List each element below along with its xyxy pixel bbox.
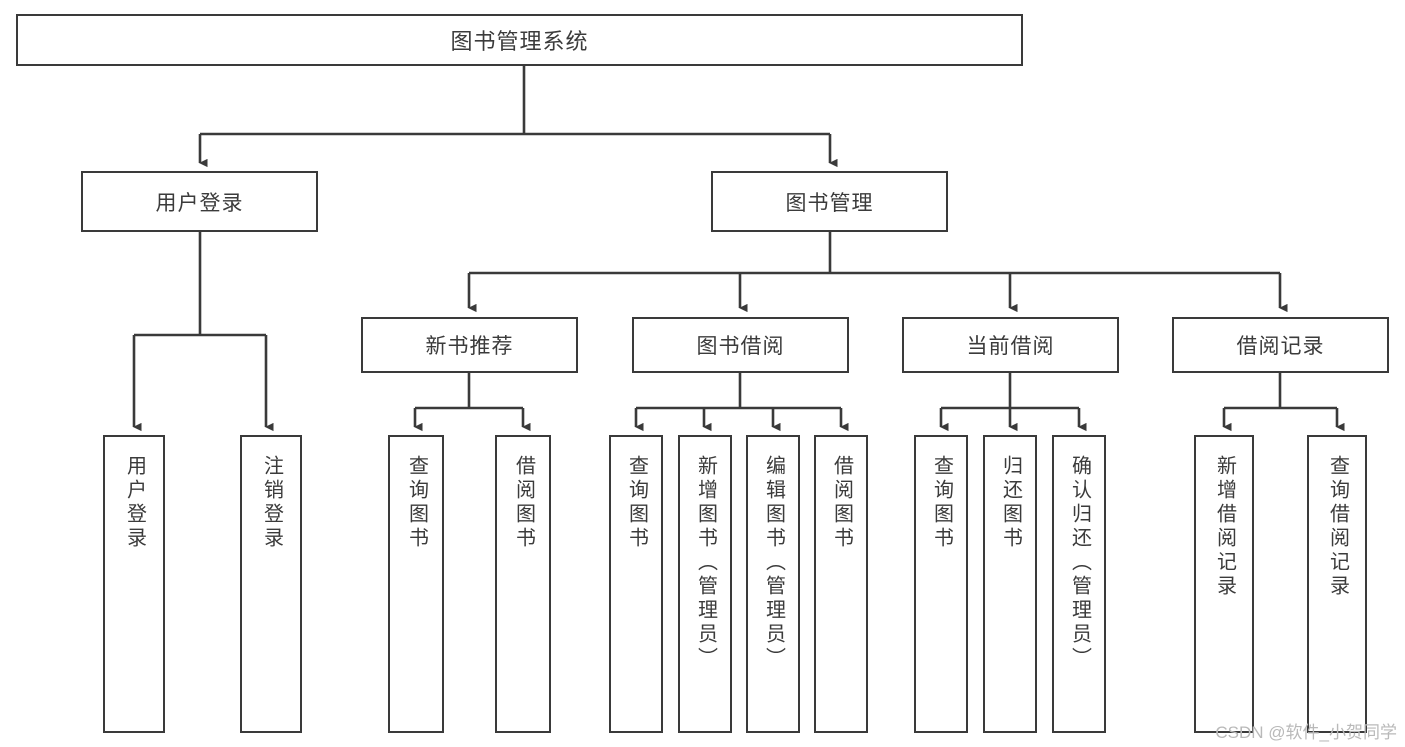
node-book-borrow-label: 图书借阅 [696,335,785,358]
leaf-add-book-label: 新增图书（管理员） [694,455,717,671]
node-borrow-record-label: 借阅记录 [1236,335,1325,358]
leaf-query-book-2[interactable]: 查询图书 [609,435,663,733]
node-current-borrow[interactable]: 当前借阅 [902,317,1119,373]
node-borrow-record[interactable]: 借阅记录 [1172,317,1389,373]
leaf-query-book-2-label: 查询图书 [625,455,648,551]
node-current-borrow-label: 当前借阅 [966,335,1055,358]
leaf-borrow-book-1-label: 借阅图书 [512,455,535,551]
leaf-add-book[interactable]: 新增图书（管理员） [678,435,732,733]
node-user-login[interactable]: 用户登录 [81,171,318,232]
node-new-book-rec[interactable]: 新书推荐 [361,317,578,373]
leaf-user-logout[interactable]: 注销登录 [240,435,302,733]
leaf-user-logout-label: 注销登录 [260,455,283,551]
leaf-borrow-book-2-label: 借阅图书 [830,455,853,551]
leaf-edit-book[interactable]: 编辑图书（管理员） [746,435,800,733]
leaf-query-book-1-label: 查询图书 [405,455,428,551]
node-new-book-rec-label: 新书推荐 [425,335,514,358]
leaf-confirm-return[interactable]: 确认归还（管理员） [1052,435,1106,733]
leaf-return-book-label: 归还图书 [999,455,1022,551]
node-book-manage[interactable]: 图书管理 [711,171,948,232]
leaf-add-record-label: 新增借阅记录 [1213,455,1236,599]
leaf-query-record[interactable]: 查询借阅记录 [1307,435,1367,733]
node-book-borrow[interactable]: 图书借阅 [632,317,849,373]
leaf-query-book-1[interactable]: 查询图书 [388,435,444,733]
node-root-label: 图书管理系统 [450,29,589,54]
leaf-user-login-label: 用户登录 [123,455,146,551]
leaf-borrow-book-2[interactable]: 借阅图书 [814,435,868,733]
leaf-confirm-return-label: 确认归还（管理员） [1068,455,1091,671]
leaf-user-login[interactable]: 用户登录 [103,435,165,733]
node-user-login-label: 用户登录 [155,191,244,215]
node-root[interactable]: 图书管理系统 [16,14,1023,66]
leaf-query-book-3-label: 查询图书 [930,455,953,551]
leaf-edit-book-label: 编辑图书（管理员） [762,455,785,671]
leaf-borrow-book-1[interactable]: 借阅图书 [495,435,551,733]
leaf-query-book-3[interactable]: 查询图书 [914,435,968,733]
leaf-query-record-label: 查询借阅记录 [1326,455,1349,599]
leaf-return-book[interactable]: 归还图书 [983,435,1037,733]
node-book-manage-label: 图书管理 [785,191,874,215]
leaf-add-record[interactable]: 新增借阅记录 [1194,435,1254,733]
